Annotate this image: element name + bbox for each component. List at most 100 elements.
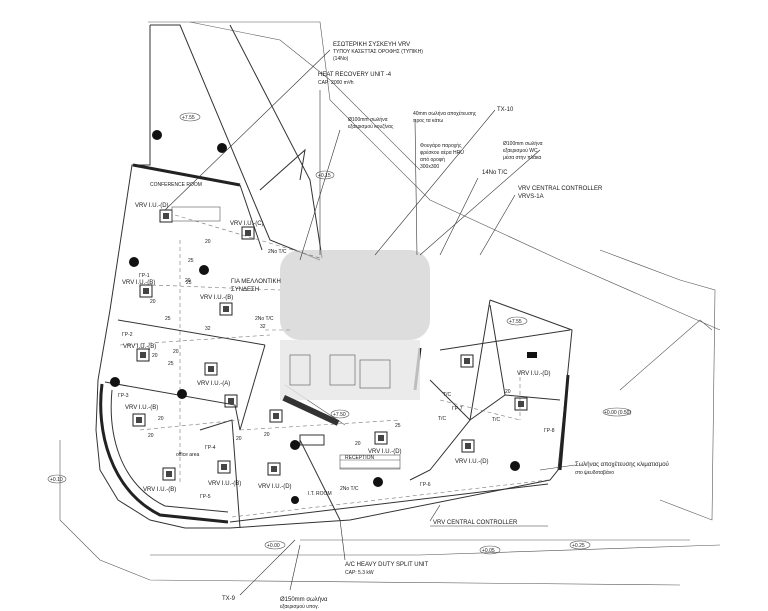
vrv-ctrl-top-line-2: VRVS-1A bbox=[518, 194, 544, 200]
vrv-ctrl-top-line-1: VRV CENTRAL CONTROLLER bbox=[518, 186, 603, 192]
zone-tag: ΓΡ-8 bbox=[544, 428, 555, 434]
future-line-2: ΣΥΝΔΕΣΗ bbox=[231, 287, 259, 293]
room-labels: CONFERENCE ROOM RECEPTION I.T. ROOM offi… bbox=[150, 182, 375, 497]
pipe150-line-1: Ø150mm σωλήνα bbox=[280, 596, 328, 603]
blurred-core bbox=[280, 250, 430, 400]
level-marker: +0.10 bbox=[47, 474, 67, 484]
pipe-size: 25 bbox=[188, 258, 194, 264]
unit-label: VRV I.U.-(D) bbox=[368, 449, 402, 455]
unit-label: VRV I.U.-(B) bbox=[123, 344, 156, 350]
unit-label: VRV I.U.-(A) bbox=[197, 381, 230, 387]
svg-text:+0.00: +0.00 bbox=[267, 543, 280, 549]
cassette-unit bbox=[461, 439, 475, 453]
unit-label: VRV I.U.-(B) bbox=[143, 487, 176, 493]
bottom-annotations: Σωλήνας αποχέτευσης κλιματισμού στο ψευδ… bbox=[222, 461, 669, 610]
level-marker: +7.55 bbox=[506, 316, 528, 326]
pipe-size: 20 bbox=[205, 239, 211, 245]
svg-text:+0.00 (0.50): +0.00 (0.50) bbox=[604, 410, 631, 416]
svg-text:+7.55: +7.55 bbox=[182, 115, 195, 121]
fixture-dot bbox=[110, 377, 120, 387]
svg-text:+0.05: +0.05 bbox=[482, 548, 495, 554]
svg-text:+7.50: +7.50 bbox=[333, 412, 346, 418]
equipment-marks bbox=[171, 206, 537, 426]
ac-split-line-2: CAP: 5.3 kW bbox=[345, 570, 374, 576]
it-room-label: I.T. ROOM bbox=[308, 491, 332, 497]
indoor-units bbox=[132, 209, 528, 481]
unit-label: VRV I.U.-(C) bbox=[230, 221, 264, 227]
unit-label: VRV I.U.-(B) bbox=[200, 295, 233, 301]
cassette-unit bbox=[136, 348, 150, 362]
pipe-size: 32 bbox=[260, 324, 266, 330]
cassette-unit bbox=[269, 409, 283, 423]
level-marker: +0.15 bbox=[315, 170, 335, 180]
tc14-label: 14No T/C bbox=[482, 170, 508, 176]
fixture-dot bbox=[373, 477, 383, 487]
level-marker: +0.00 (0.50) bbox=[602, 407, 631, 417]
pipe-size: 20 bbox=[236, 436, 242, 442]
fresh-air-line-2: φρέσκου αέρα HRU bbox=[420, 149, 464, 156]
zone-tag: ΓΡ-6 bbox=[420, 482, 431, 488]
fresh-air-line-1: Φουγάρο παροχής bbox=[420, 142, 462, 149]
unit-label: VRV I.U.-(B) bbox=[122, 280, 155, 286]
unit-label: VRV I.U.-(D) bbox=[258, 484, 292, 490]
unit-label: VRV I.U.-(D) bbox=[455, 459, 489, 465]
vrv-internal-line-2: ΤΥΠΟΥ ΚΑΣΕΤΤΑΣ ΟΡΟΦΗΣ (ΤΥΠΙΚΗ) bbox=[333, 49, 423, 55]
pipe-size: 20 bbox=[264, 432, 270, 438]
pipe-size: 20 bbox=[355, 441, 361, 447]
drain-pipe-line-2: στο ψευδοταβάνο bbox=[575, 469, 614, 476]
zone-tag: ΓΡ-1 bbox=[139, 273, 150, 279]
cassette-unit bbox=[374, 431, 388, 445]
level-marker: +7.50 bbox=[330, 409, 350, 419]
drain-pipe-line-1: Σωλήνας αποχέτευσης κλιματισμού bbox=[575, 461, 669, 468]
pipe-size: 20 bbox=[148, 433, 154, 439]
site-outline bbox=[59, 21, 721, 586]
pipe100-right-line-2: εξαερισμού WC bbox=[503, 147, 538, 154]
fresh-air-line-3: από οροφή bbox=[420, 156, 445, 163]
svg-text:+0.15: +0.15 bbox=[318, 173, 331, 179]
cassette-unit bbox=[460, 354, 474, 368]
vrv-internal-line-1: ΕΣΩΤΕΡΙΚΗ ΣΥΣΚΕΥΗ VRV bbox=[333, 42, 410, 48]
cassette-unit bbox=[241, 226, 255, 240]
level-marker: +0.00 bbox=[264, 540, 286, 550]
pipe100-left-line-2: εξαερισμού κουζίνας bbox=[348, 123, 394, 130]
pipe-size: 20 bbox=[150, 299, 156, 305]
pipe-size: 20 bbox=[158, 416, 164, 422]
tc-label: 2No T/C bbox=[340, 486, 359, 492]
cassette-unit bbox=[514, 397, 528, 411]
zone-tag: ΓΡ-5 bbox=[200, 494, 211, 500]
fixture-dot bbox=[510, 461, 520, 471]
reception-label: RECEPTION bbox=[345, 455, 375, 461]
unit-labels: VRV I.U.-(D) VRV I.U.-(C) VRV I.U.-(B) V… bbox=[122, 203, 551, 493]
fixture-dot bbox=[290, 440, 300, 450]
zone-tag: ΓΡ-4 bbox=[205, 445, 216, 451]
pipe-size: 25 bbox=[186, 280, 192, 286]
cassette-unit bbox=[219, 302, 233, 316]
pipe-size: 25 bbox=[165, 316, 171, 322]
top-annotations: ΕΣΩΤΕΡΙΚΗ ΣΥΣΚΕΥΗ VRV ΤΥΠΟΥ ΚΑΣΕΤΤΑΣ ΟΡΟ… bbox=[318, 42, 603, 200]
level-marker: +0.05 bbox=[479, 545, 501, 555]
pipe150-line-2: εξαερισμού υπογ. bbox=[280, 603, 319, 610]
pipe100-right-line-1: Ø100mm σωλήνα bbox=[503, 140, 543, 147]
fixture-dot bbox=[129, 257, 139, 267]
unit-label: VRV I.U.-(B) bbox=[125, 405, 158, 411]
pipe-sizes: 20 20 25 20 20 25 32 20 32 20 20 20 20 2… bbox=[148, 239, 511, 447]
tc-labels: 2No T/C 2No T/C 2No T/C T/C T/C T/C bbox=[255, 249, 500, 492]
pipe-size: 20 bbox=[185, 278, 191, 284]
level-markers: +7.55 +0.15 +0.00 +0.00 (0.50) +7.55 +7.… bbox=[47, 112, 631, 555]
cassette-unit bbox=[224, 394, 238, 408]
unit-label: VRV I.U.-(D) bbox=[135, 203, 169, 209]
fixture-dot bbox=[291, 496, 299, 504]
pipe40-line-2: προς τα κάτω bbox=[413, 117, 443, 124]
tc-label: T/C bbox=[492, 417, 500, 423]
zone-tags: ΓΡ-1 ΓΡ-2 ΓΡ-3 ΓΡ-4 ΓΡ-5 ΓΡ-6 ΓΡ-7 ΓΡ-8 bbox=[118, 273, 555, 500]
cassette-unit bbox=[159, 209, 173, 223]
tc-label: 2No T/C bbox=[255, 316, 274, 322]
cassette-unit bbox=[204, 362, 218, 376]
pipe-size: 20 bbox=[505, 389, 511, 395]
future-line-1: ΓΙΑ ΜΕΛΛΟΝΤΙΚΗ bbox=[231, 279, 281, 285]
cassette-unit bbox=[267, 462, 281, 476]
pipe-size: 20 bbox=[173, 349, 179, 355]
svg-text:+0.10: +0.10 bbox=[50, 477, 63, 483]
pipe-size: 20 bbox=[152, 353, 158, 359]
